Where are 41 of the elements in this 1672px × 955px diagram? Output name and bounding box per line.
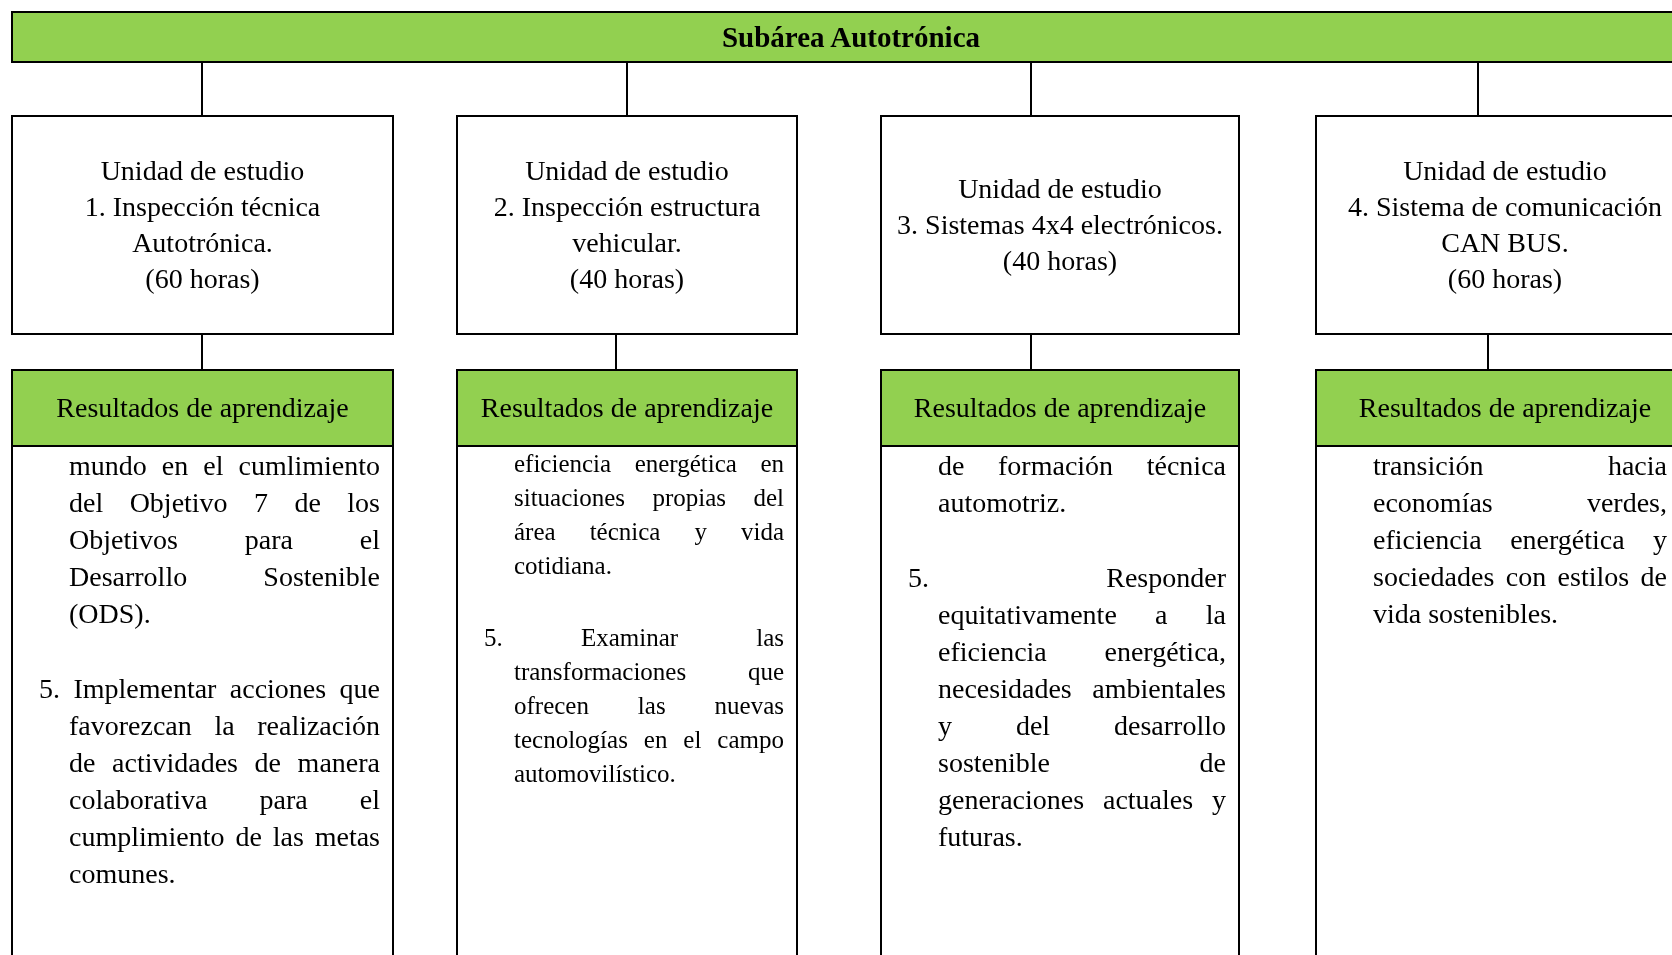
unit-text: Unidad de estudio	[1403, 154, 1607, 188]
results-paragraph: eficiencia energética en situaciones propias del área técnica y vida cotidiana.	[513, 449, 784, 581]
results-heading: Resultados de aprendizaje	[882, 371, 1238, 447]
unit-text: 1. Inspección técnica Autotrónica.	[83, 190, 322, 260]
unit-text: 4. Sistema de comunicación CAN BUS.	[1346, 190, 1664, 260]
connector-line	[1030, 62, 1032, 116]
results-paragraph: transición hacia economías verdes, eficiencia energética y sociedades con estilos de vida sostenibles.	[1372, 449, 1667, 631]
results-heading: Resultados de aprendizaje	[13, 371, 392, 447]
unit-text: (60 horas)	[145, 262, 260, 296]
unit-text: Unidad de estudio	[525, 154, 729, 188]
connector-line	[1477, 62, 1479, 116]
connector-line	[1487, 334, 1489, 370]
unit-text: Unidad de estudio	[958, 172, 1162, 206]
study-unit-box	[11, 115, 394, 335]
unit-text: (60 horas)	[1447, 262, 1563, 296]
results-heading: Resultados de aprendizaje	[458, 371, 796, 447]
results-paragraph: 5. Responder equitativamente a la eficiencia energética, necesidades ambientales y del desarrollo sostenible de generaciones actuales y futuras.	[907, 561, 1226, 854]
title-banner	[11, 11, 1672, 63]
results-panel	[880, 369, 1240, 955]
unit-text: 2. Inspección estructura vehicular.	[492, 190, 762, 260]
unit-text: 3. Sistemas 4x4 electrónicos.	[897, 208, 1223, 242]
connector-line	[201, 334, 203, 370]
results-paragraph: de formación técnica automotriz.	[937, 449, 1226, 520]
results-paragraph: 5. Examinar las transformaciones que ofrecen las nuevas tecnologías en el campo automovilístico.	[483, 623, 784, 789]
connector-line	[626, 62, 628, 116]
study-unit-box	[456, 115, 798, 335]
results-panel	[456, 369, 798, 955]
unit-text: Unidad de estudio	[100, 154, 305, 188]
connector-line	[1030, 334, 1032, 370]
results-heading: Resultados de aprendizaje	[1317, 371, 1672, 447]
study-unit-box	[1315, 115, 1672, 335]
results-paragraph: 5. Implementar acciones que favorezcan la realización de actividades de manera colaborativa para el cumplimiento de las metas comunes.	[38, 672, 380, 891]
results-paragraph: mundo en el cumlimiento del Objetivo 7 de los Objetivos para el Desarrollo Sostenible (ODS).	[68, 449, 380, 631]
connector-line	[201, 62, 203, 116]
unit-text: (40 horas)	[569, 262, 685, 296]
study-unit-box	[880, 115, 1240, 335]
connector-line	[615, 334, 617, 370]
results-panel	[1315, 369, 1672, 955]
unit-text: (40 horas)	[1002, 244, 1118, 278]
title-text: Subárea Autotrónica	[721, 20, 981, 54]
results-panel	[11, 369, 394, 955]
